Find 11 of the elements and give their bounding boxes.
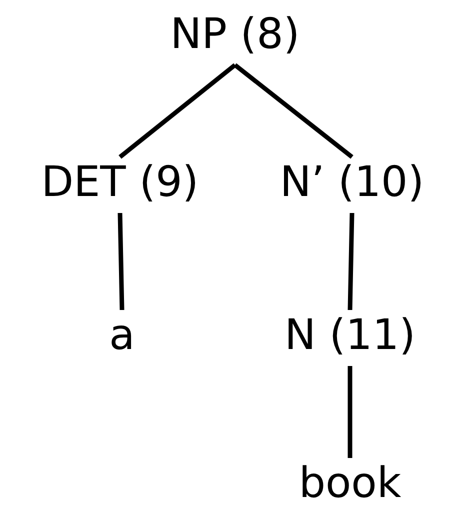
tree-node-label: N (11) [280, 310, 420, 366]
tree-node-label: N’ (10) [276, 157, 428, 213]
tree-branch [234, 63, 354, 159]
tree-branch [118, 63, 236, 159]
tree-branch [348, 212, 354, 310]
tree-node-label: NP (8) [166, 9, 304, 65]
tree-node-label: a [105, 310, 139, 366]
tree-node-label: book [294, 458, 406, 511]
tree-branch [348, 366, 352, 458]
tree-node-label: DET (9) [37, 157, 203, 213]
tree-branch [118, 212, 124, 310]
